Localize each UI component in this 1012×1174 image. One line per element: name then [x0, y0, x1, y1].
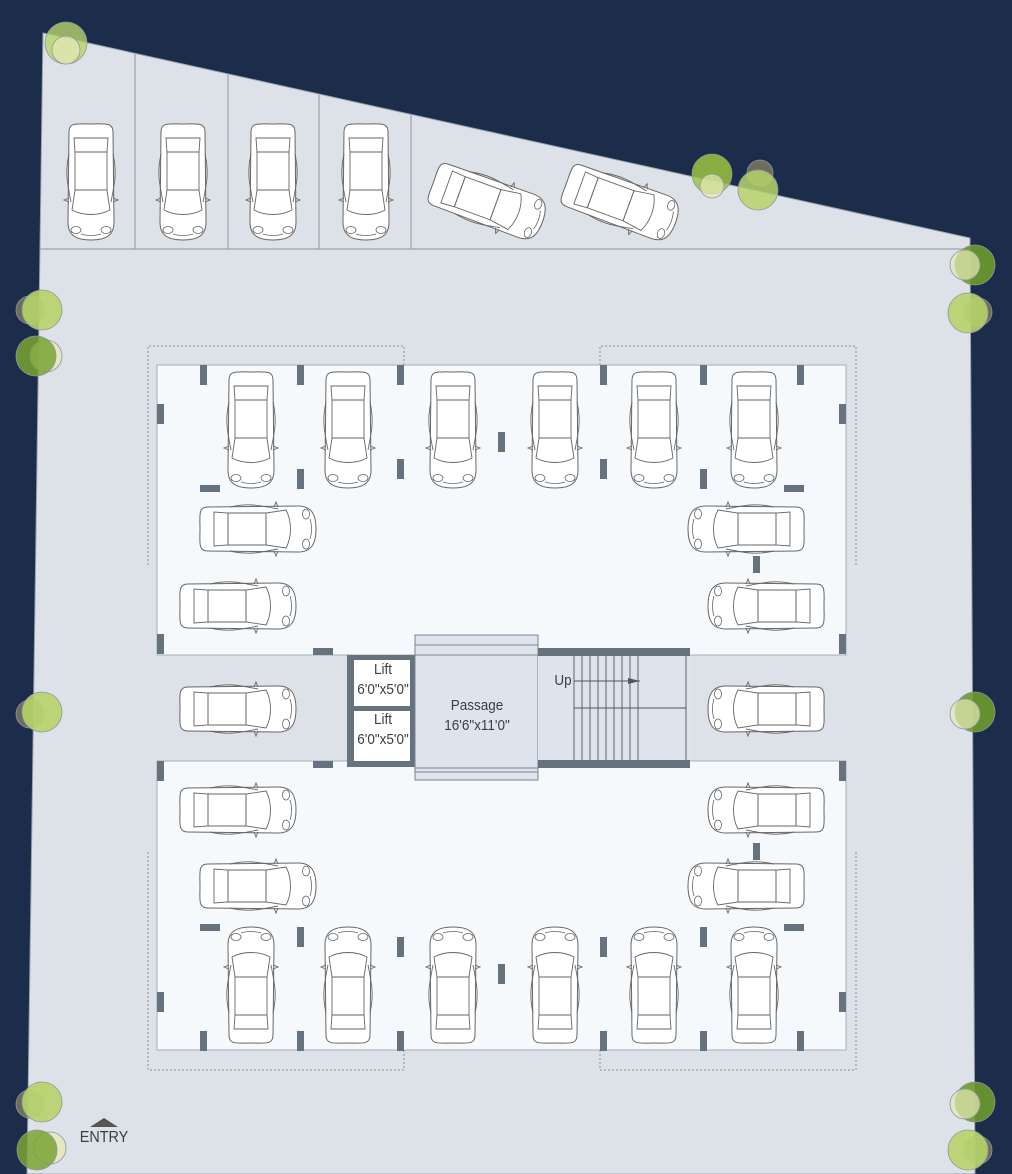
tree-icon [15, 335, 63, 377]
stair-up-label: Up [554, 672, 572, 689]
tree-icon [949, 1081, 996, 1123]
car [425, 926, 481, 1044]
car [199, 858, 317, 914]
entry-arrow-icon [90, 1118, 118, 1127]
car [320, 926, 376, 1044]
passage-label: Passage 16'6"x11'0" [430, 696, 524, 736]
lift-1 [354, 660, 410, 706]
car [199, 501, 317, 557]
lift-2-title: Lift [373, 711, 392, 728]
lift-1-size: 6'0"x5'0" [357, 681, 409, 698]
parking-bay-lines [134, 54, 412, 249]
tree-icon [16, 1129, 67, 1171]
tree-icon [947, 292, 993, 334]
car [338, 123, 394, 241]
lift-1-label: Lift 6'0"x5'0" [355, 660, 411, 700]
trees [15, 21, 996, 1171]
entry-label: ENTRY [79, 1129, 129, 1146]
tree-icon [15, 691, 63, 733]
car [726, 926, 782, 1044]
lift-2 [354, 711, 410, 761]
car [527, 371, 583, 489]
car [223, 926, 279, 1044]
car [179, 578, 297, 634]
lift-1-title: Lift [373, 661, 392, 678]
car [527, 926, 583, 1044]
stair-steps [573, 656, 687, 760]
tree-icon [949, 244, 996, 286]
car [687, 501, 805, 557]
car [707, 578, 825, 634]
car [707, 782, 825, 838]
car [726, 371, 782, 489]
car [245, 123, 301, 241]
tree-icon [949, 691, 996, 733]
tree-icon [15, 1081, 63, 1123]
car [320, 371, 376, 489]
passage-size: 16'6"x11'0" [444, 717, 510, 734]
passage-title: Passage [450, 697, 504, 714]
tree-icon [947, 1129, 993, 1171]
car [707, 681, 825, 737]
car [626, 371, 682, 489]
car [425, 371, 481, 489]
car [63, 123, 119, 241]
stair-arrow-icon [628, 678, 640, 684]
passage-room [414, 634, 539, 781]
car [179, 681, 297, 737]
car [626, 926, 682, 1044]
columns [157, 365, 846, 1051]
lift-2-size: 6'0"x5'0" [357, 731, 409, 748]
core [347, 634, 690, 781]
tree-icon [691, 153, 733, 199]
car [687, 858, 805, 914]
tree-icon [44, 21, 88, 65]
lift-2-label: Lift 6'0"x5'0" [355, 710, 411, 750]
car [155, 123, 211, 241]
car [179, 782, 297, 838]
tree-icon [737, 159, 779, 211]
car [223, 371, 279, 489]
tree-icon [15, 289, 63, 331]
